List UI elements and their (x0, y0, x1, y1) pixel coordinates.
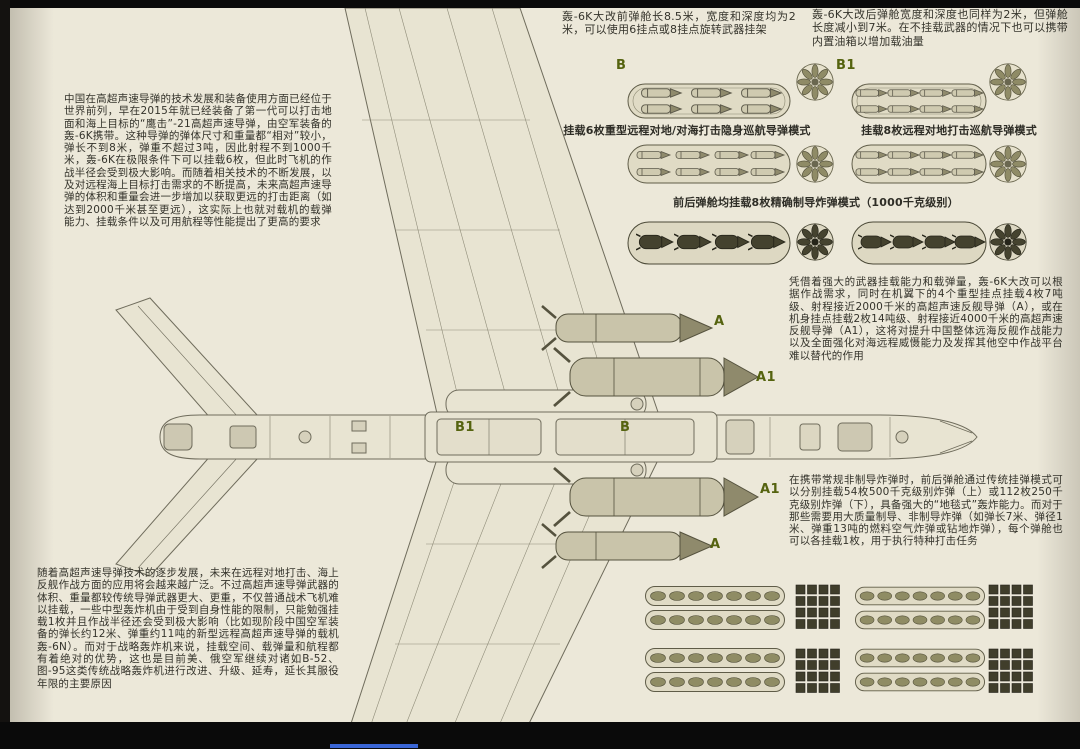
small-bomb-grid-icon (988, 648, 1033, 693)
bottom-blue-strip (330, 744, 418, 748)
tailplane-lower (115, 453, 260, 577)
bay-mode-label-b: B (616, 58, 627, 73)
astrodome (298, 430, 312, 444)
bomb-layout-grids (645, 584, 1033, 693)
wing-missiles (541, 305, 760, 569)
rotary-launcher-icon (989, 223, 1027, 261)
small-bomb-grid-icon (795, 648, 840, 693)
fuselage-bay-label-b: B (620, 420, 631, 435)
bay-diagram-heavy-bombs-rear (851, 221, 987, 265)
tailplane-upper (115, 297, 260, 421)
bomb-rows-front-bay (645, 586, 785, 692)
rotary-launcher-icon (796, 145, 834, 183)
bay-diagram-6-cruise-missiles (627, 83, 791, 119)
missile-a-upper (541, 305, 714, 351)
bay-diagram-8-cruise-missiles (851, 83, 987, 119)
bay-diagram-row3 (627, 221, 1027, 265)
missile-label-a1-upper: A1 (756, 370, 777, 385)
bay-diagram-precision-rear (851, 144, 987, 184)
rotary-launcher-icon (796, 223, 834, 261)
rotary-launcher-icon (796, 63, 834, 101)
bay-diagram-row1 (627, 63, 1027, 119)
left-edge-shadow (0, 0, 10, 749)
wing-panel-lines (362, 7, 616, 743)
caption-six-missiles: 挂载6枚重型远程对地/对海打击隐身巡航导弹模式 (563, 124, 811, 137)
caption-precision-bombs: 前后弹舱均挂载8枚精确制导炸弹模式（1000千克级别） (673, 196, 959, 209)
missile-label-a-lower: A (710, 537, 721, 552)
rotary-launcher-icon (989, 63, 1027, 101)
note-front-bay: 轰-6K大改前弹舱长8.5米，宽度和深度均为2米，可以使用6挂点或8挂点旋转武器… (562, 10, 796, 37)
small-bomb-grid-icon (988, 584, 1033, 629)
paragraph-strategic-bombers: 随着高超声速导弹技术的逐步发展，未来在远程对地打击、海上反舰作战方面的应用将会越… (37, 567, 339, 690)
wing-upper (344, 7, 661, 419)
paragraph-conventional-bombs: 在携带常规非制导炸弹时，前后弹舱通过传统挂弹模式可以分别挂载54枚500千克级别… (789, 474, 1063, 548)
bay-mode-label-b1: B1 (836, 58, 856, 73)
fuselage-bay-label-b1: B1 (455, 420, 475, 435)
bottom-letterbox-bar (0, 722, 1080, 749)
small-bomb-grid-icon (795, 584, 840, 629)
missile-label-a-upper: A (714, 314, 725, 329)
missile-label-a1-lower: A1 (760, 482, 781, 497)
note-rear-bay: 轰-6K大改后弹舱宽度和深度也同样为2米，但弹舱长度减小到7米。在不挂载武器的情… (812, 8, 1068, 48)
paragraph-hypersonic-history: 中国在高超声速导弹的技术发展和装备使用方面已经位于世界前列，早在2015年就已经… (64, 93, 332, 228)
caption-eight-missiles: 挂载8枚远程对地打击巡航导弹模式 (861, 124, 1037, 137)
missile-a-lower (541, 523, 714, 569)
missile-a1-lower (553, 466, 760, 528)
rotary-launcher-icon (989, 145, 1027, 183)
top-letterbox-bar (0, 0, 1080, 8)
tail-turret (163, 423, 193, 451)
cockpit (837, 422, 873, 452)
fuselage-station-lines (269, 416, 891, 458)
paragraph-weapon-capacity: 凭借着强大的武器挂载能力和载弹量，轰-6K大改可以根据作战需求，同时在机翼下的4… (789, 276, 1063, 362)
bay-diagram-row2 (627, 144, 1027, 184)
bay-diagram-heavy-bombs-front (627, 221, 791, 265)
bomb-rows-rear-bay (855, 586, 985, 692)
missile-a1-upper (553, 346, 760, 408)
bay-diagram-precision-front (627, 144, 791, 184)
